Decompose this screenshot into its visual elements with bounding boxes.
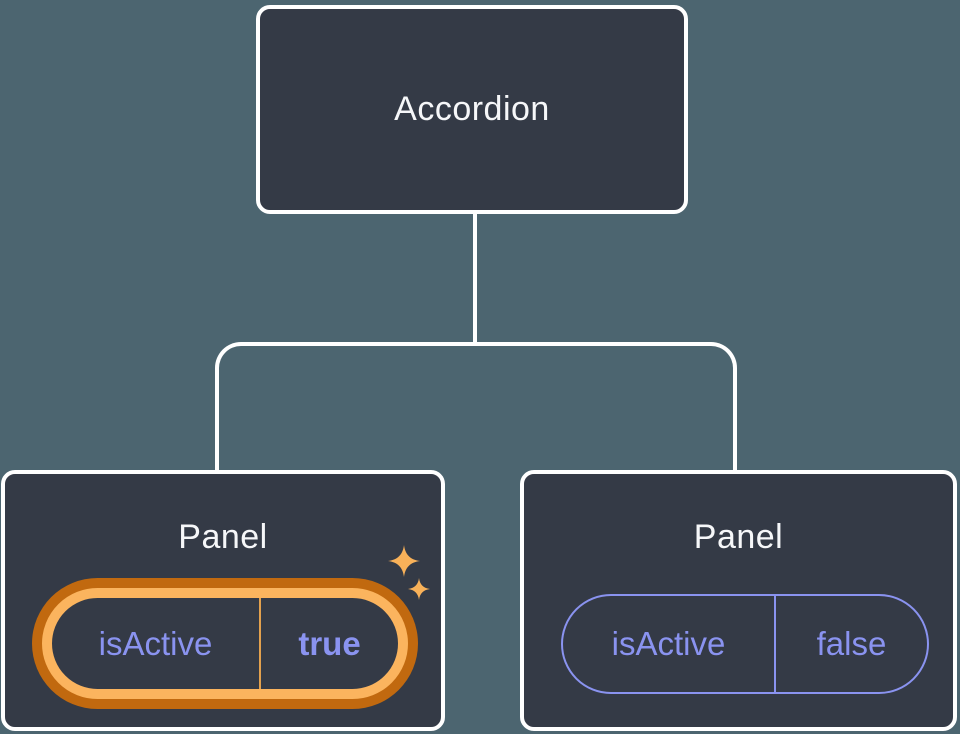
panel-label: Panel: [693, 518, 784, 556]
state-value: false: [816, 625, 887, 662]
accordion-label: Accordion: [394, 90, 550, 128]
panel-node-active: Panel isActive true: [1, 470, 445, 731]
state-value: true: [298, 624, 361, 662]
accordion-node: Accordion: [256, 5, 688, 214]
connector-stem: [473, 212, 477, 346]
state-pill-inactive: isActive false: [561, 594, 929, 694]
state-pill-active: isActive true: [42, 588, 408, 699]
state-key: isActive: [98, 624, 213, 662]
panel-label: Panel: [178, 518, 268, 556]
pill-divider: [259, 598, 261, 689]
sparkle-icon: [408, 578, 430, 600]
pill-divider: [774, 596, 776, 692]
sparkle-icon: [388, 545, 420, 577]
connector-branch: [215, 342, 737, 472]
state-key: isActive: [611, 625, 726, 662]
panel-node-inactive: Panel isActive false: [520, 470, 957, 731]
